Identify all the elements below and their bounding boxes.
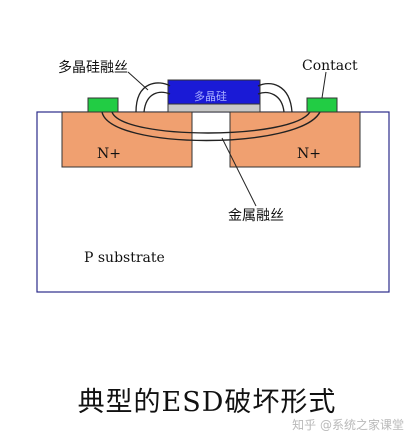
metal-fuse-path-inner [111, 111, 311, 134]
leader-contact [321, 71, 327, 99]
watermark: 知乎 @系统之家课堂 [292, 418, 404, 432]
n-plus-region-right [229, 111, 361, 168]
poly-fuse-arc-right-inner [257, 91, 285, 113]
figure-caption: 典型的ESD破坏形式 [77, 387, 337, 418]
label-substrate: P substrate [84, 250, 165, 266]
poly-fuse-arc-left-outer [135, 82, 171, 113]
gate-oxide [167, 103, 261, 113]
leader-metal-fuse [221, 137, 257, 207]
label-contact: Contact [302, 58, 358, 74]
poly-fuse-arc-left-inner [143, 91, 171, 113]
metal-fuse-path [101, 111, 321, 142]
poly-gate [167, 79, 261, 105]
label-poly-fuse: 多晶硅融丝 [58, 59, 128, 76]
contact-left [87, 97, 119, 113]
poly-fuse-arc-right-outer [257, 82, 293, 113]
label-poly-gate: 多晶硅 [194, 89, 227, 103]
label-n-plus-left: N+ [97, 146, 121, 162]
label-metal-fuse: 金属融丝 [228, 208, 284, 224]
leader-poly-fuse [127, 71, 149, 91]
label-n-plus-right: N+ [297, 146, 321, 162]
contact-right [306, 97, 338, 113]
